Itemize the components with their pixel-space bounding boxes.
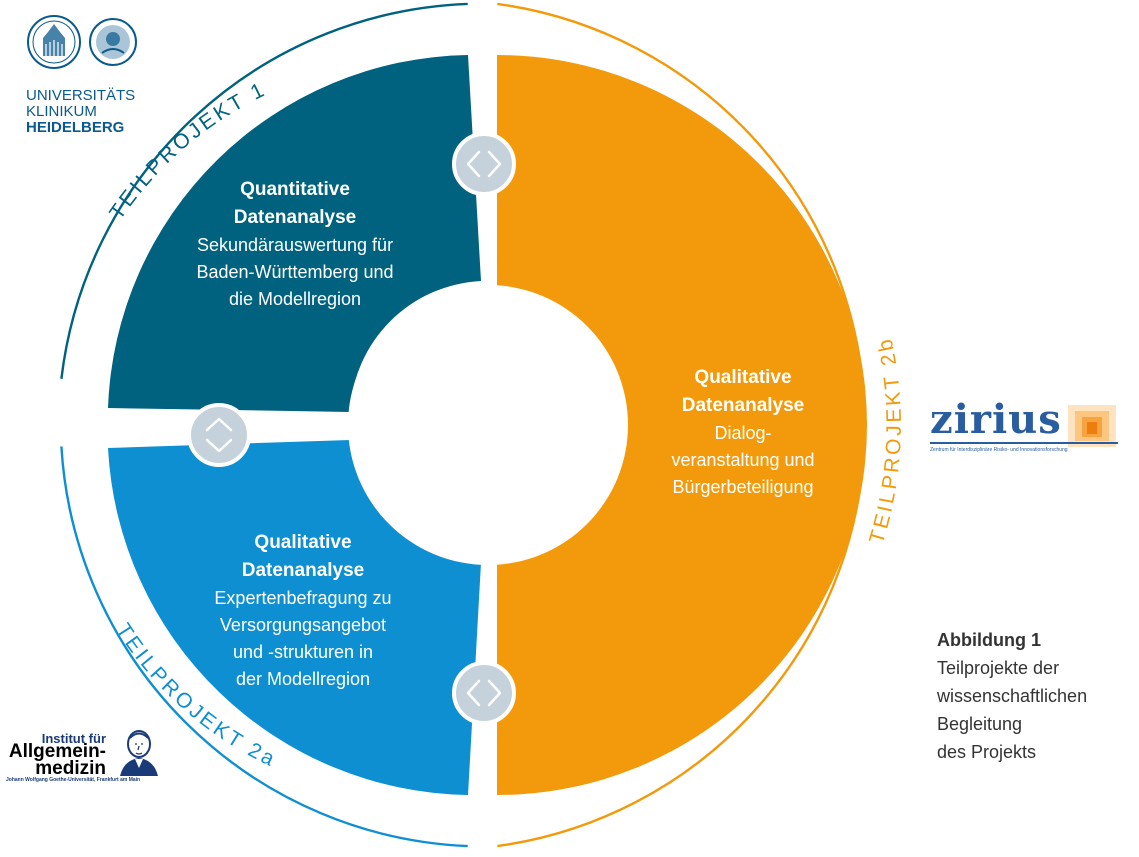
caption-line: wissenschaftlichen [937, 686, 1088, 706]
uhd-line2: KLINIKUM [26, 103, 97, 120]
segment-tp1-body-line: die Modellregion [229, 289, 361, 309]
figure-caption: Abbildung 1 Teilprojekte der wissenschaf… [937, 626, 1137, 766]
connector-bottom-icon [452, 661, 516, 725]
connector-left-icon [187, 403, 251, 467]
caption-line: Begleitung [937, 714, 1023, 734]
segment-tp2a-body-line: und -strukturen in [233, 642, 373, 662]
ring-label-tp2b: TEILPROJEKT 2b [865, 334, 906, 546]
segment-tp2b-body-line: veranstaltung und [671, 450, 814, 470]
segment-tp1-title-line: Quantitative [240, 179, 350, 200]
segment-tp2a-text: Qualitative Datenanalyse Expertenbefragu… [214, 532, 391, 689]
uhd-line1: UNIVERSITÄTS [26, 87, 136, 104]
zirius-wordmark: zirius [930, 396, 1062, 443]
uhd-logo-text: UNIVERSITÄTS KLINIKUM HEIDELBERG [26, 88, 135, 136]
connector-top-icon [452, 132, 516, 196]
segment-tp2a-body-line: Expertenbefragung zu [214, 588, 391, 608]
caption-title: Abbildung 1 [937, 630, 1041, 650]
segment-tp2a [108, 440, 481, 795]
segment-tp2a-title-line: Datenanalyse [242, 560, 365, 581]
segment-tp2a-title-line: Qualitative [254, 532, 351, 553]
segment-tp1-title-line: Datenanalyse [234, 207, 357, 228]
outer-ring-tp2a [60, 446, 468, 848]
segment-tp1-body-line: Baden-Württemberg und [196, 262, 393, 282]
uhd-line3: HEIDELBERG [26, 119, 125, 136]
segment-tp1 [108, 55, 481, 412]
building-seal-icon [27, 15, 81, 69]
segment-tp2b [497, 55, 867, 795]
goethe-portrait-icon [120, 730, 158, 776]
ifa-line1: Institut für [41, 731, 106, 746]
zirius-subtitle: Zentrum für Interdisziplinäre Risiko- un… [930, 447, 1068, 453]
ring-label-tp2b-path: TEILPROJEKT 2b [865, 334, 903, 546]
segment-tp2b-title-line: Qualitative [694, 367, 791, 388]
university-seal-icon [89, 18, 137, 66]
segment-tp2b-text: Qualitative Datenanalyse Dialog- veranst… [671, 367, 814, 497]
zirius-logo: zirius Zentrum für Interdisziplinäre Ris… [928, 396, 1133, 458]
zirius-underline [930, 442, 1118, 444]
nested-squares-icon [1068, 405, 1116, 447]
caption-line: des Projekts [937, 742, 1037, 762]
uhd-logo: UNIVERSITÄTS KLINIKUM HEIDELBERG [26, 14, 166, 144]
outer-ring-tp1 [60, 2, 468, 379]
ifa-logo: Institut für Allgemein- medizin Johann W… [6, 728, 176, 784]
segment-tp2a-body-line: der Modellregion [236, 669, 370, 689]
center-hole [348, 285, 628, 565]
caption-line: Teilprojekte der [937, 658, 1060, 678]
ifa-line3: medizin [35, 758, 106, 779]
segment-tp2b-body-line: Dialog- [714, 423, 771, 443]
segment-tp2b-title-line: Datenanalyse [682, 395, 805, 416]
ifa-line4: Johann Wolfgang Goethe-Universität, Fran… [6, 777, 141, 783]
segment-tp2b-body-line: Bürgerbeteiligung [672, 477, 813, 497]
segment-tp1-text: Quantitative Datenanalyse Sekundärauswer… [196, 179, 393, 309]
ifa-line2: Allgemein- [8, 741, 106, 762]
segment-tp1-body-line: Sekundärauswertung für [197, 235, 393, 255]
segment-tp2a-body-line: Versorgungsangebot [220, 615, 386, 635]
